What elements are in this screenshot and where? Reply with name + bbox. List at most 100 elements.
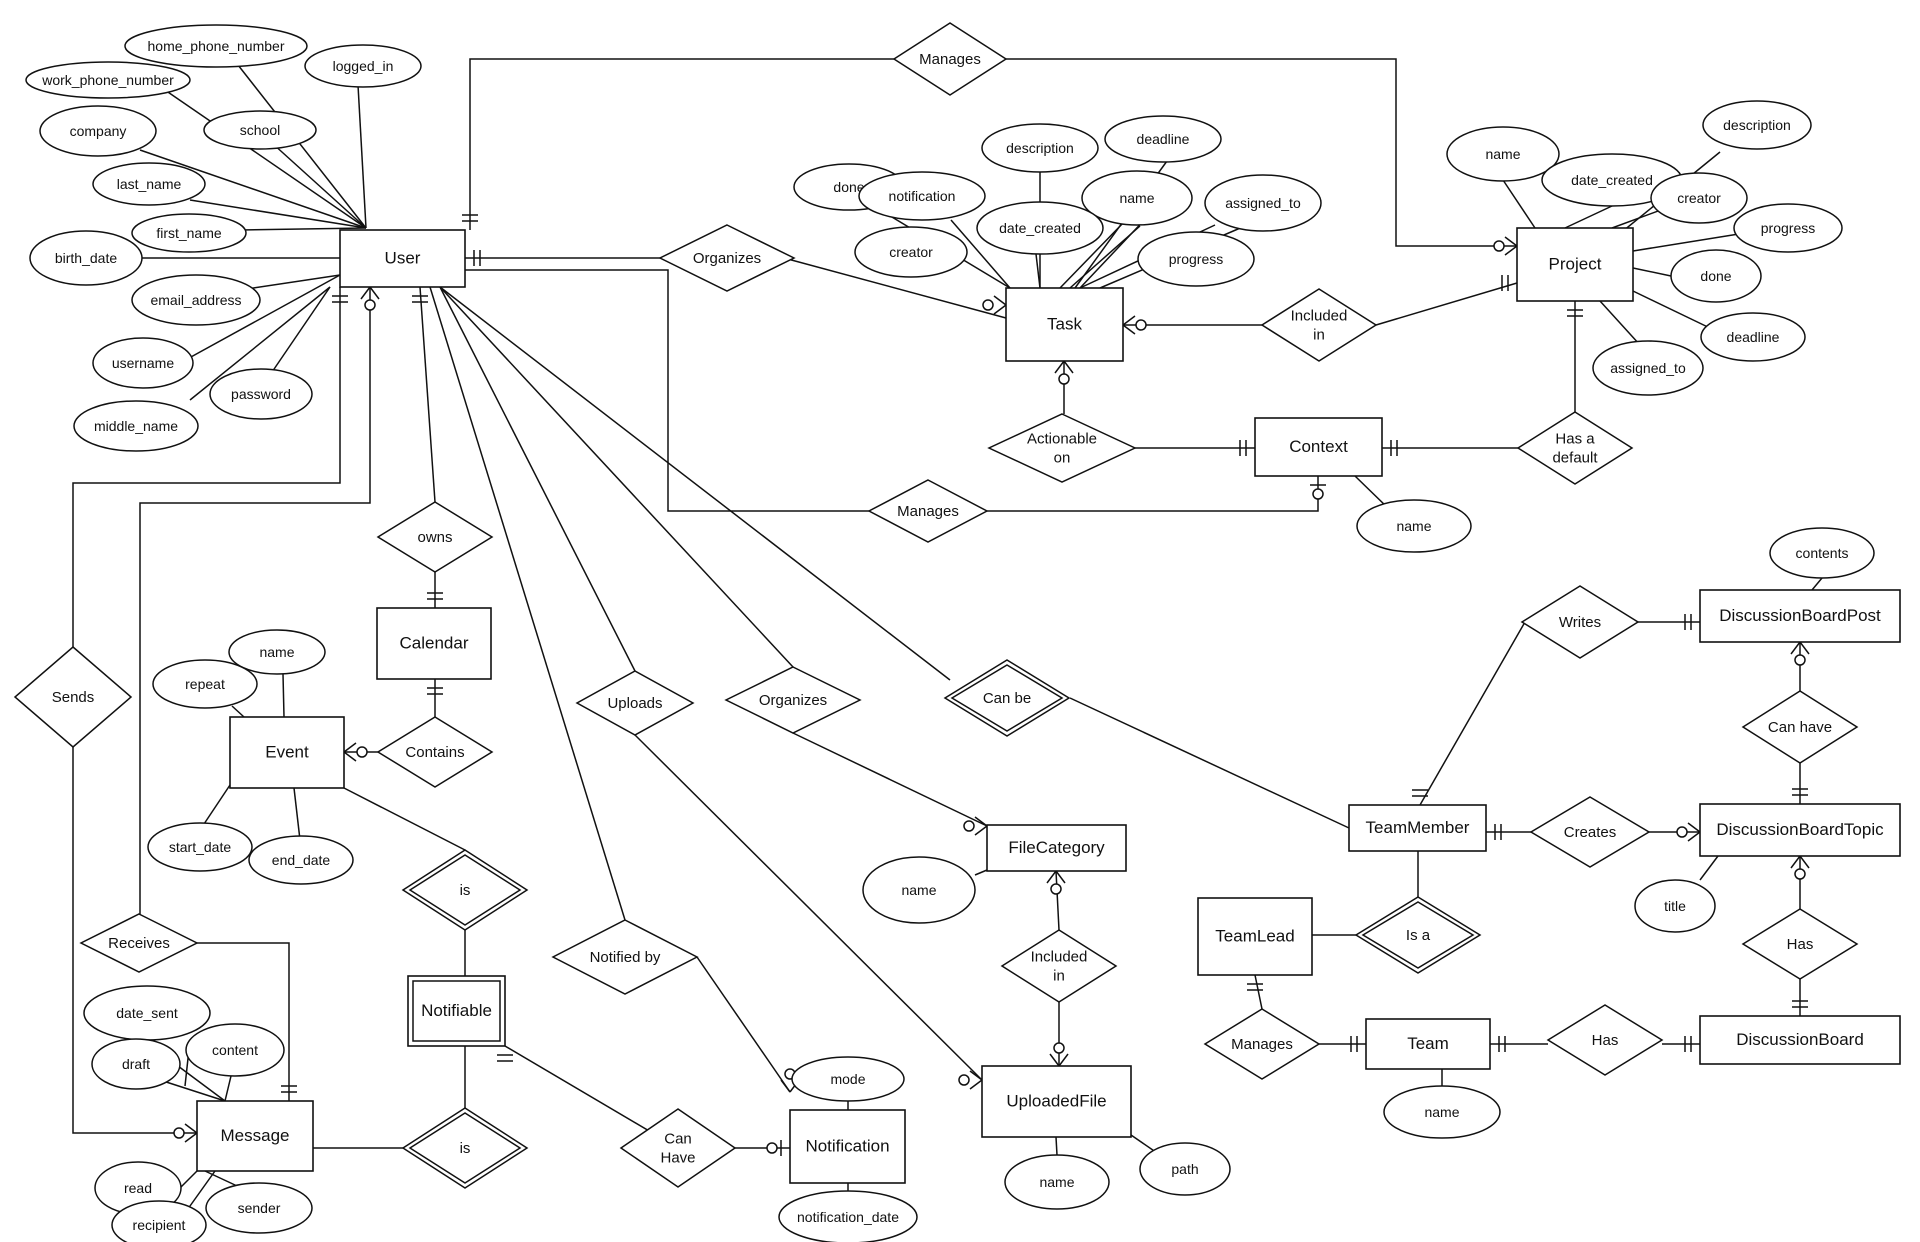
- connector-line: [159, 1079, 226, 1102]
- attribute-ellipse: [1081, 170, 1193, 226]
- attribute-ellipse: [1769, 527, 1875, 579]
- relationship-diamond: [1260, 288, 1378, 362]
- attribute-label: description: [1723, 117, 1791, 133]
- attribute-user-birth_date: birth_date: [29, 230, 143, 286]
- cardinality-mark: [1310, 484, 1326, 500]
- entity-label: Notifiable: [421, 1001, 492, 1020]
- attribute-ellipse: [39, 105, 157, 157]
- attribute-ellipse: [1356, 499, 1472, 553]
- connector-line: [293, 787, 301, 841]
- attribute-ellipse: [25, 61, 191, 99]
- attribute-ellipse: [1204, 174, 1322, 232]
- attribute-ellipse: [1004, 1154, 1110, 1210]
- entity-dboard: DiscussionBoard: [1699, 1015, 1901, 1065]
- connector-line: [139, 287, 371, 914]
- attribute-task-deadline: deadline: [1104, 115, 1222, 163]
- entity-dbpost: DiscussionBoardPost: [1699, 589, 1901, 643]
- attribute-label: done: [833, 179, 864, 195]
- crow: [1049, 1053, 1060, 1067]
- attribute-ellipse: [131, 274, 261, 326]
- relationship-notified-by: Notified by: [551, 919, 699, 995]
- connector-line: [72, 747, 197, 1134]
- zero-circle: [982, 299, 994, 311]
- attribute-ellipse: [854, 226, 968, 278]
- attribute-ellipse: [1634, 879, 1716, 933]
- connector-line: [1079, 213, 1151, 289]
- attribute-label: name: [1039, 1174, 1074, 1190]
- cardinality-mark: [766, 1140, 782, 1156]
- cardinality-mark: [497, 1054, 513, 1062]
- entity-box: [1699, 1015, 1901, 1065]
- attribute-label: creator: [1677, 190, 1721, 206]
- connector-line: [1632, 267, 1672, 277]
- crow: [1687, 822, 1701, 833]
- attribute-message-sender: sender: [205, 1182, 313, 1234]
- entity-box: [1516, 227, 1634, 302]
- crow: [1058, 1053, 1069, 1067]
- attribute-label: notification_date: [797, 1209, 899, 1225]
- attribute-label: username: [112, 355, 174, 371]
- entity-box: [986, 824, 1127, 872]
- cardinality-mark: [1790, 641, 1810, 666]
- connector-line: [357, 84, 367, 229]
- relationship-inner-diamond: [408, 1112, 522, 1184]
- relationship-owns: owns: [376, 501, 494, 573]
- entity-box: [376, 607, 492, 680]
- attribute-label: date_created: [999, 220, 1081, 236]
- connector-line: [179, 1170, 198, 1189]
- attribute-message-recipient: recipient: [111, 1200, 207, 1242]
- relationship-diamond: [575, 670, 695, 736]
- zero-circle: [1493, 240, 1505, 252]
- connector-line: [419, 286, 436, 503]
- zero-circle: [1312, 488, 1324, 500]
- relationship-label: Receives: [108, 935, 170, 952]
- attribute-notification-notification_date: notification_date: [778, 1190, 918, 1242]
- attribute-label: contents: [1796, 545, 1849, 561]
- attribute-label: birth_date: [55, 250, 117, 266]
- entity-label: FileCategory: [1008, 838, 1105, 857]
- entity-teammember: TeamMember: [1348, 804, 1487, 852]
- relationship-label: Creates: [1564, 824, 1617, 841]
- attribute-ellipse: [858, 171, 986, 221]
- zero-circle: [958, 1074, 970, 1086]
- attribute-label: name: [259, 644, 294, 660]
- relationship-label: Manages: [919, 51, 981, 68]
- entity-label: Event: [265, 743, 309, 762]
- attribute-event-start_date: start_date: [147, 822, 253, 872]
- attribute-task-description: description: [981, 123, 1099, 173]
- relationship-diamond: [79, 913, 199, 973]
- entity-label: Team: [1407, 1034, 1449, 1053]
- relationship-diamond: [892, 22, 1008, 96]
- connector-line: [429, 286, 626, 921]
- attribute-label: password: [231, 386, 291, 402]
- relationship-is-a: Is a: [1354, 896, 1482, 974]
- attribute-ellipse: [248, 835, 354, 885]
- relationship-inner-diamond: [1361, 901, 1475, 969]
- connector-line: [1564, 205, 1613, 229]
- attribute-label: deadline: [1137, 131, 1190, 147]
- connector-line: [439, 286, 794, 668]
- cardinality-mark: [958, 1070, 983, 1090]
- attribute-user-middle_name: middle_name: [73, 400, 199, 452]
- attribute-ellipse: [73, 400, 199, 452]
- connector-line: [1699, 855, 1719, 881]
- entity-notifiable: Notifiable: [407, 975, 506, 1047]
- entity-inner-box: [412, 980, 501, 1042]
- attribute-label: home_phone_number: [148, 38, 285, 54]
- zero-circle: [356, 746, 368, 758]
- connector-line: [950, 219, 1011, 289]
- attribute-user-username: username: [92, 337, 194, 389]
- zero-circle: [1794, 868, 1806, 880]
- attribute-label: done: [1700, 268, 1731, 284]
- cardinality-mark: [1239, 440, 1247, 456]
- attribute-ellipse: [778, 1190, 918, 1242]
- cardinality-mark: [963, 816, 988, 836]
- attribute-ellipse: [91, 1038, 181, 1090]
- relationship-diamond: [724, 666, 862, 734]
- relationship-label: Sends: [52, 689, 95, 706]
- cardinality-mark: [1792, 788, 1808, 796]
- attribute-label: creator: [889, 244, 933, 260]
